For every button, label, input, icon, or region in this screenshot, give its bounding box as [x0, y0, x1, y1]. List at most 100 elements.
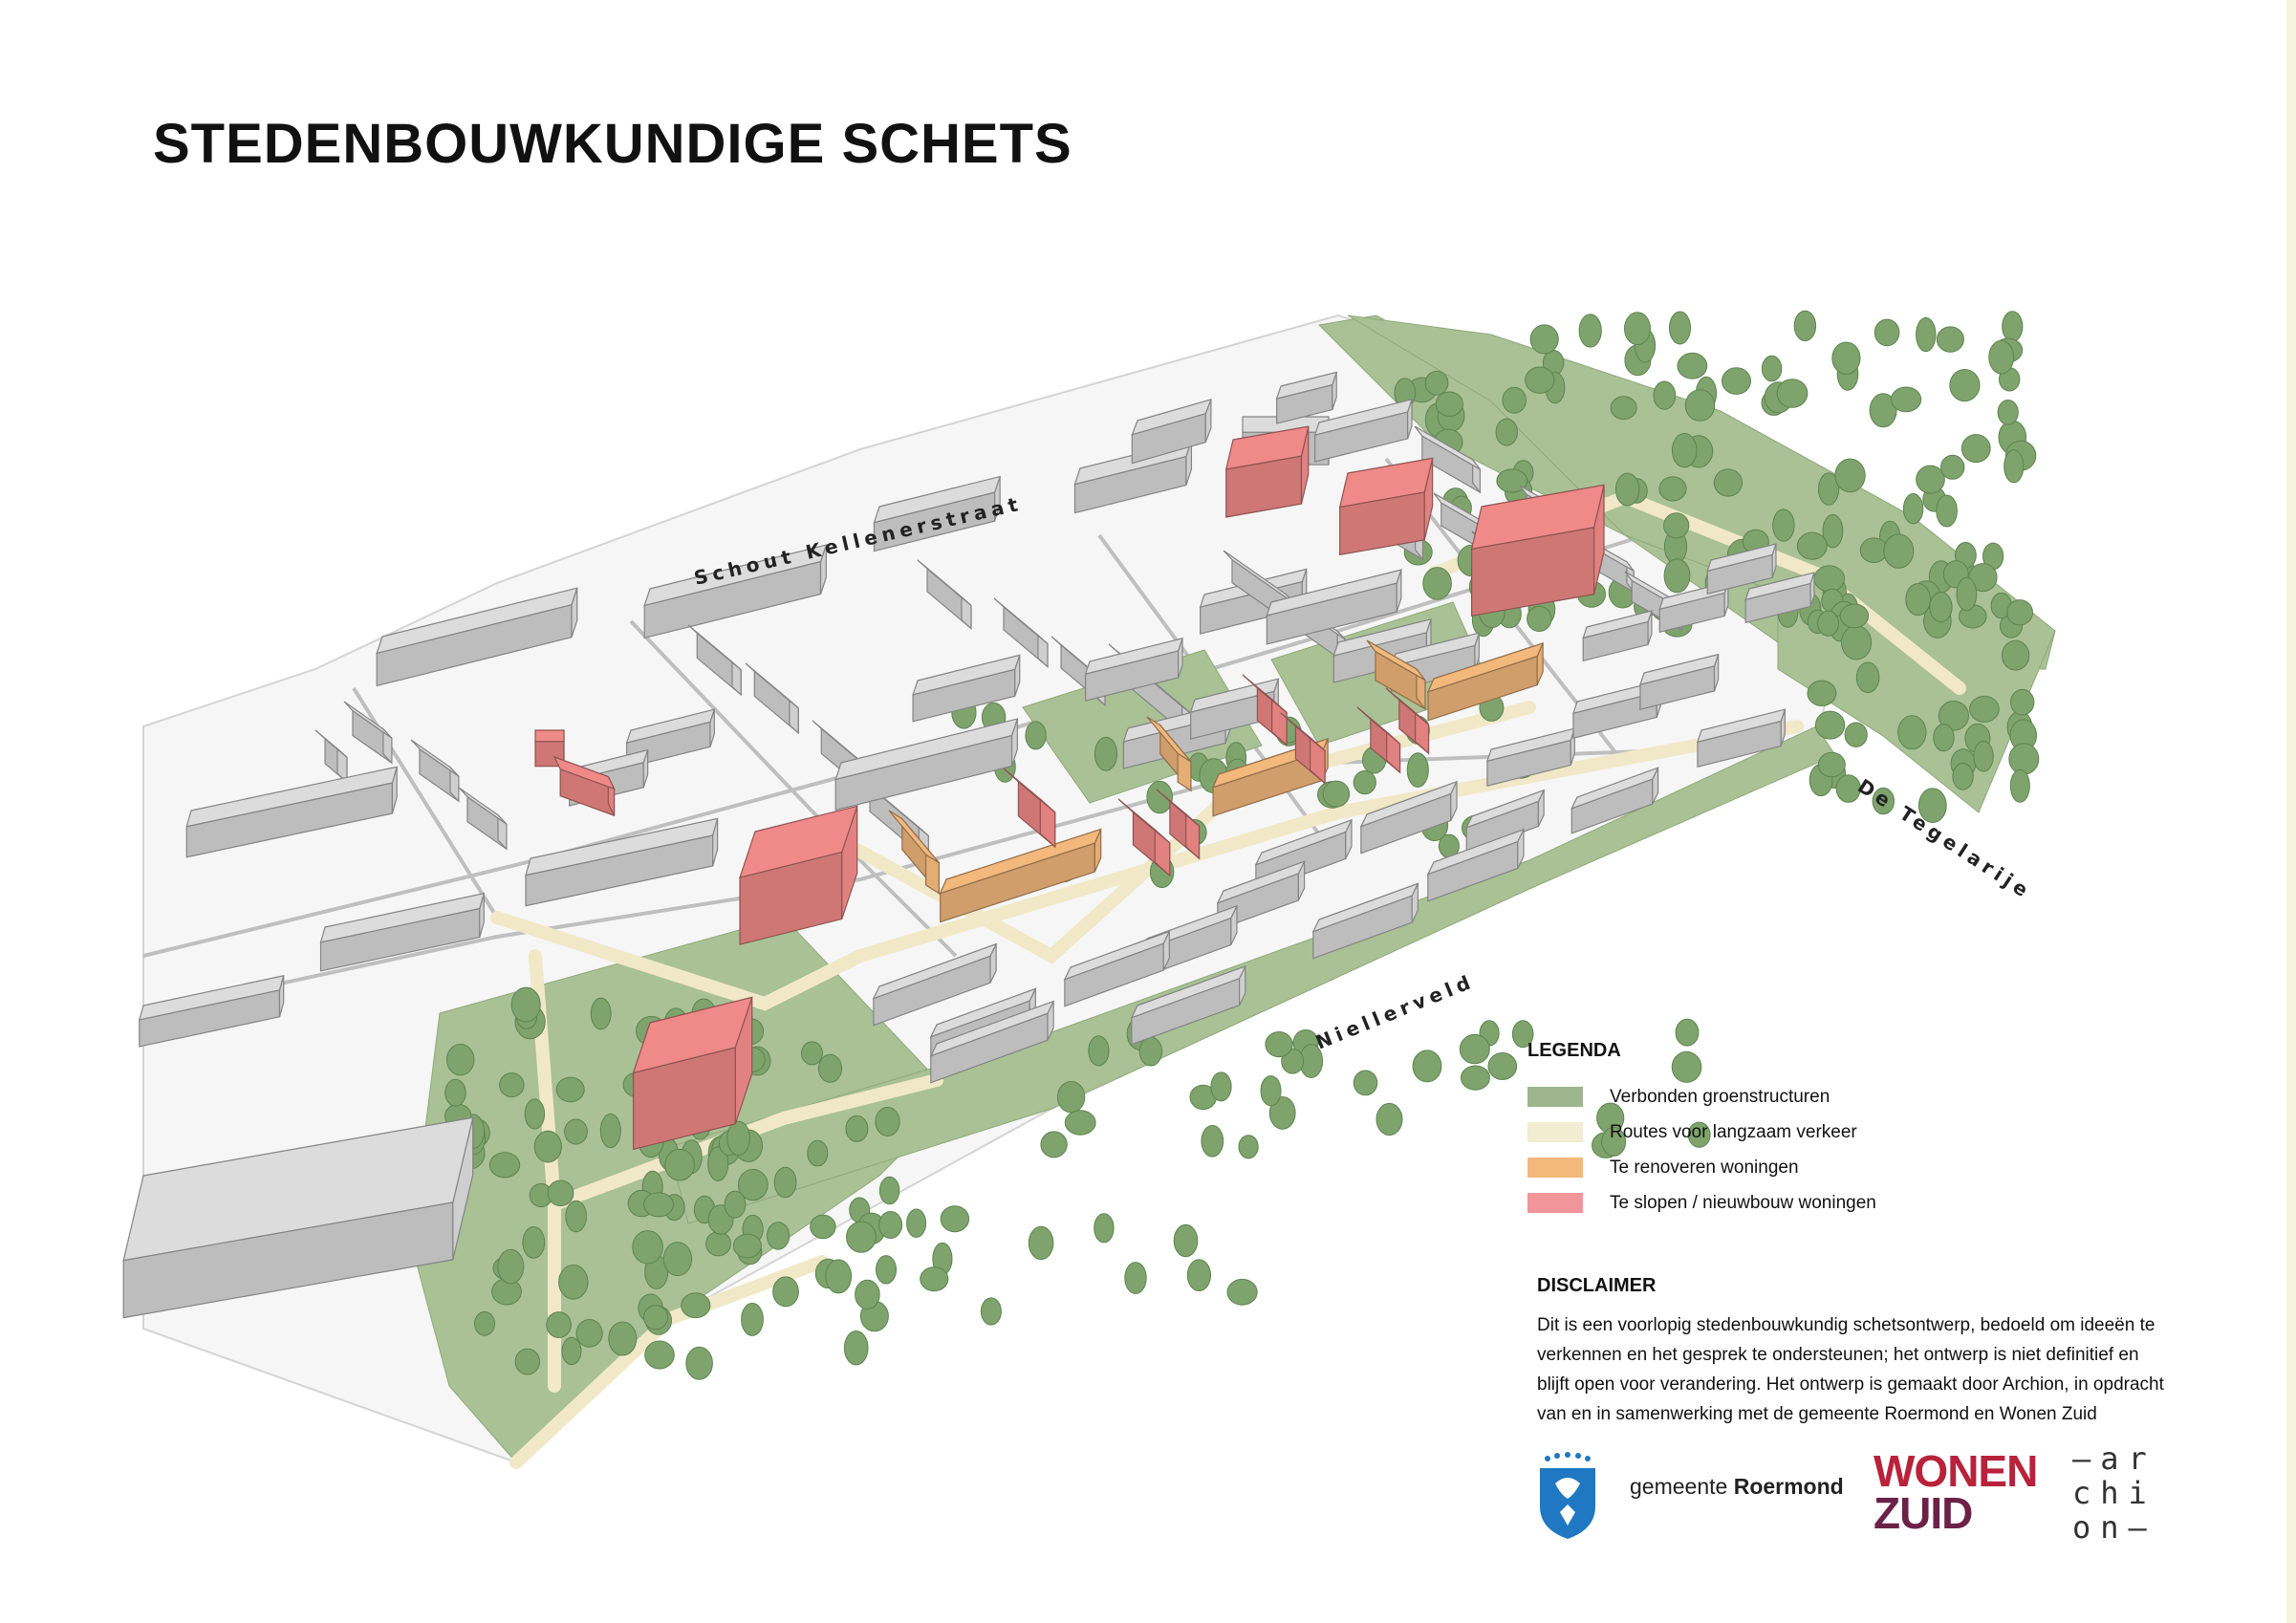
tree-39	[524, 1098, 546, 1130]
tree-137	[1088, 1035, 1110, 1067]
tree-76	[845, 1114, 869, 1142]
existing-building-57	[1063, 930, 1171, 1007]
tree-312	[1406, 752, 1429, 788]
street-label-niellerveld: Niellerveld	[1312, 969, 1478, 1054]
tree-136	[1265, 1031, 1293, 1058]
existing-building-55	[1216, 860, 1306, 931]
new-buildings	[534, 425, 1605, 1151]
tree-127	[1675, 1018, 1700, 1047]
tree-153	[1793, 310, 1817, 342]
tree-232	[2004, 449, 2025, 484]
existing-building-47	[1486, 727, 1576, 787]
tree-184	[1502, 386, 1527, 414]
tree-37	[767, 1222, 791, 1250]
disclaimer-line-1: Dit is een voorlopig stedenbouwkundig sc…	[1537, 1315, 2155, 1335]
legend-title: LEGENDA	[1527, 1040, 1621, 1061]
tree-171	[1916, 465, 1945, 494]
tree-117	[1238, 1135, 1259, 1159]
tree-236	[1831, 341, 1861, 375]
tree-275	[1929, 592, 1953, 623]
tree-110	[876, 1255, 897, 1285]
existing-building-12	[185, 766, 399, 858]
new-building-11	[1356, 706, 1401, 774]
legend-item-demolish: Te slopen / nieuwbouw woningen	[1527, 1185, 2025, 1221]
tree-309	[1322, 780, 1351, 808]
trees-group	[436, 310, 2040, 1380]
new-building-2	[632, 996, 753, 1151]
page-title: STEDENBOUWKUNDIGE SCHETS	[153, 113, 1072, 175]
tree-95	[855, 1279, 880, 1310]
tree-207	[1496, 468, 1528, 493]
existing-building-21	[834, 718, 1019, 812]
tree-125	[1487, 1052, 1518, 1080]
tree-103	[1094, 1213, 1115, 1244]
tree-112	[1040, 1131, 1068, 1158]
tree-281	[1933, 724, 1955, 752]
tree-45	[685, 1346, 713, 1380]
existing-building-5	[1131, 399, 1212, 465]
tree-262	[1969, 695, 2000, 723]
tree-250	[1776, 379, 1809, 408]
tree-284	[1817, 610, 1839, 637]
roermond-wordmark: gemeente Roermond	[1630, 1474, 1844, 1500]
existing-building-49	[1639, 653, 1720, 710]
tree-54	[575, 1319, 603, 1348]
wonen-line-1: WONEN	[1874, 1446, 2038, 1496]
new-building-10	[1280, 712, 1326, 785]
tree-190	[1796, 531, 1828, 560]
new-building-3	[1224, 425, 1310, 518]
disclaimer-title: DISCLAIMER	[1537, 1275, 1657, 1296]
tree-273	[1814, 710, 1846, 740]
existing-building-2	[643, 544, 828, 639]
tree-241	[1669, 311, 1691, 345]
tree-129	[1268, 1096, 1296, 1130]
tree-150	[1422, 567, 1452, 600]
existing-building-63	[929, 1000, 1055, 1084]
disclaimer-text: Dit is een voorlopig stedenbouwkundig sc…	[1537, 1310, 2206, 1429]
tree-80	[547, 1179, 574, 1207]
legend-swatch-demolish	[1527, 1193, 1583, 1213]
renovate-building-2	[939, 828, 1102, 923]
tree-69	[565, 1200, 588, 1233]
tree-130	[1412, 1050, 1442, 1083]
tree-290	[1839, 603, 1870, 629]
tree-261	[1968, 563, 1998, 593]
tree-315	[1146, 780, 1173, 814]
legend-swatch-green	[1527, 1087, 1583, 1107]
tree-14	[499, 1072, 525, 1098]
tree-192	[1495, 418, 1519, 446]
page-edge-strip	[2286, 0, 2296, 1623]
tree-12	[546, 1311, 572, 1338]
tree-30	[681, 1292, 711, 1319]
tree-197	[1902, 493, 1924, 525]
existing-building-60	[1311, 882, 1419, 960]
tree-231	[1988, 339, 2015, 375]
tree-243	[1525, 366, 1555, 394]
existing-building-13	[319, 892, 486, 972]
tree-119	[1210, 1071, 1232, 1102]
existing-building-35	[1313, 398, 1413, 463]
tree-176	[1671, 433, 1698, 468]
new-building-8	[1156, 789, 1201, 860]
existing-building-9	[410, 739, 460, 803]
new-building-1	[739, 805, 858, 945]
legend-item-routes: Routes voor langzaam verkeer	[1527, 1114, 2025, 1150]
new-building-4	[1338, 457, 1434, 556]
tree-24	[707, 1146, 729, 1181]
legend-label-demolish: Te slopen / nieuwbouw woningen	[1610, 1192, 1876, 1213]
logo-wonen-zuid: WONEN ZUID	[1874, 1446, 2038, 1537]
tree-202	[1653, 380, 1677, 410]
tree-172	[1722, 367, 1751, 395]
tree-81	[705, 1231, 731, 1257]
tree-155	[1713, 468, 1744, 497]
tree-259	[1905, 583, 1931, 617]
legend-item-renovate: Te renoveren woningen	[1527, 1150, 2025, 1185]
tree-195	[1663, 512, 1690, 539]
existing-building-8	[343, 701, 393, 765]
tree-124	[1687, 1121, 1711, 1148]
tree-67	[564, 1118, 588, 1145]
tree-93	[724, 1190, 747, 1219]
tree-266	[1973, 741, 1994, 772]
new-building-5	[1470, 484, 1605, 617]
tree-65	[807, 1139, 829, 1167]
